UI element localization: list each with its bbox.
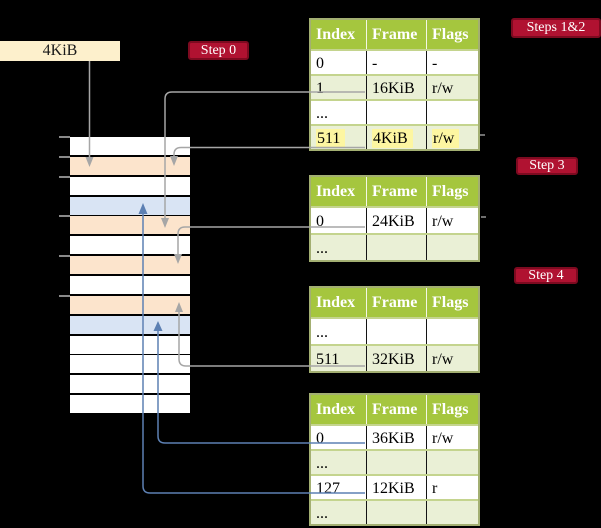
table-cell xyxy=(366,501,426,524)
table-header-cell: Frame xyxy=(366,177,426,206)
table-cell: r xyxy=(426,476,478,499)
memory-tick xyxy=(59,215,70,217)
badge-steps-1-2: Steps 1&2 xyxy=(511,18,601,38)
row-dash xyxy=(480,134,485,136)
table-header-cell: Index xyxy=(316,294,356,311)
table-cell xyxy=(366,451,426,474)
table-cell: 0 xyxy=(316,430,324,447)
table-row: ... xyxy=(311,99,478,124)
memory-row-0 xyxy=(70,137,190,155)
memory-row-10 xyxy=(70,336,190,354)
memory-tick xyxy=(59,255,70,257)
table-cell: 1 xyxy=(316,80,324,97)
memory-tick xyxy=(59,295,70,297)
memory-row-4 xyxy=(70,216,190,234)
table-cell: 12KiB xyxy=(366,476,426,499)
memory-row-12 xyxy=(70,375,190,393)
table-cell xyxy=(426,501,478,524)
table-row: 0 -- xyxy=(311,49,478,74)
table-cell xyxy=(366,101,426,124)
table-cell: ... xyxy=(316,505,328,522)
memory-tick xyxy=(59,156,70,158)
table-cell: 127 xyxy=(316,480,340,497)
table-cell xyxy=(426,235,478,260)
table-row: ... xyxy=(311,499,478,524)
table-header-cell: Frame xyxy=(366,288,426,317)
table-row: ... xyxy=(311,449,478,474)
table-cell: ... xyxy=(316,240,328,257)
table-cell xyxy=(366,319,426,344)
table-cell: r/w xyxy=(426,346,478,371)
table-cell: ... xyxy=(316,324,328,341)
memory-row-11 xyxy=(70,355,190,373)
table-header-cell: Flags xyxy=(426,20,478,49)
memory-row-1 xyxy=(70,157,190,175)
table-cell: 0 xyxy=(316,55,324,72)
memory-row-7 xyxy=(70,276,190,294)
table-cell: 32KiB xyxy=(366,346,426,371)
memory-tick xyxy=(59,136,70,138)
table-cell xyxy=(366,235,426,260)
table-cell: - xyxy=(426,51,478,74)
table-header-cell: Index xyxy=(316,26,356,43)
memory-row-13 xyxy=(70,395,190,413)
table-row: ... xyxy=(311,233,478,260)
memory-row-5 xyxy=(70,236,190,254)
table-cell: 511 xyxy=(311,126,366,149)
table-cell: - xyxy=(366,51,426,74)
table-cell: r/w xyxy=(426,426,478,449)
highlighted-value: 511 xyxy=(316,129,346,148)
table-header-cell: Flags xyxy=(426,288,478,317)
row-dash xyxy=(481,216,486,218)
table-cell: r/w xyxy=(426,76,478,99)
table-header-cell: Frame xyxy=(366,20,426,49)
table-row: ... xyxy=(311,317,478,344)
table-cell: 24KiB xyxy=(366,208,426,233)
table-cell: 16KiB xyxy=(366,76,426,99)
table-cell: r/w xyxy=(426,208,478,233)
memory-row-9 xyxy=(70,316,190,334)
table-header-cell: Index xyxy=(316,401,356,418)
badge-step-4: Step 4 xyxy=(514,267,578,284)
table-row: 511 4KiB r/w xyxy=(311,124,478,149)
table-cell: 0 xyxy=(316,213,324,230)
table-header-cell: Flags xyxy=(426,177,478,206)
frame-size-label: 4KiB xyxy=(0,41,120,61)
memory-tick xyxy=(59,176,70,178)
table-header-cell: Frame xyxy=(366,395,426,424)
table-header-cell: Index xyxy=(316,183,356,200)
memory-row-6 xyxy=(70,256,190,274)
table-cell: 4KiB xyxy=(366,126,426,149)
table-cell: ... xyxy=(316,455,328,472)
highlighted-value: 4KiB xyxy=(372,129,413,148)
memory-row-2 xyxy=(70,177,190,195)
table-cell: ... xyxy=(316,105,328,122)
badge-step-3: Step 3 xyxy=(516,157,578,175)
table-cell xyxy=(426,319,478,344)
table-cell xyxy=(426,101,478,124)
highlighted-value: r/w xyxy=(432,129,460,148)
table-header-cell: Flags xyxy=(426,395,478,424)
table-cell: 511 xyxy=(316,351,340,368)
table-cell: 36KiB xyxy=(366,426,426,449)
table-cell xyxy=(426,451,478,474)
badge-step-0: Step 0 xyxy=(188,41,249,60)
memory-row-3 xyxy=(70,197,190,215)
table-cell: r/w xyxy=(426,126,478,149)
memory-row-8 xyxy=(70,296,190,314)
